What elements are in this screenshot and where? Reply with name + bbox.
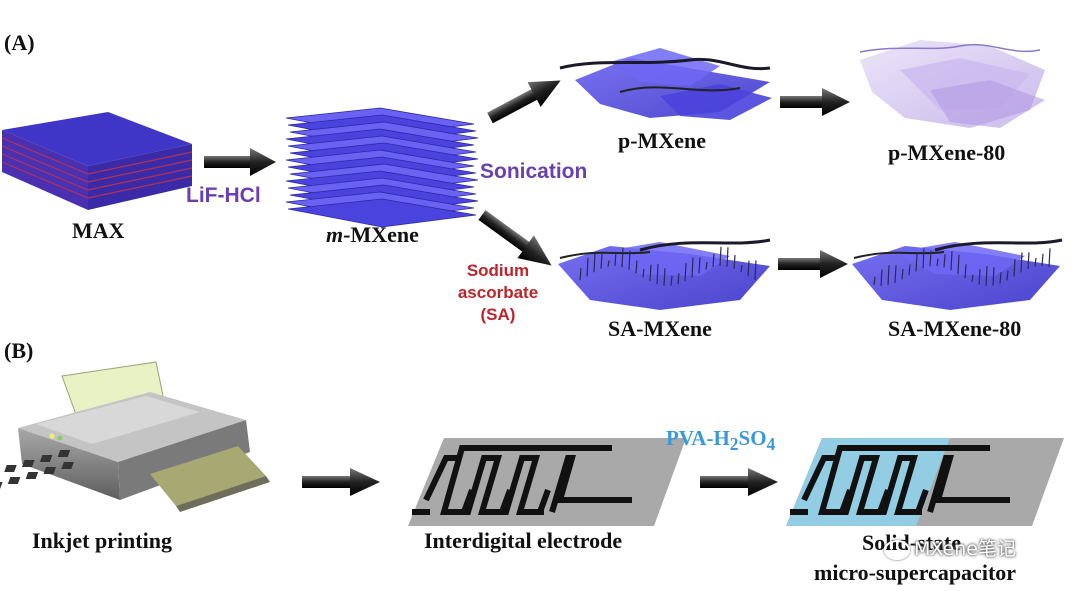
sodium-line-1: Sodium: [466, 261, 530, 280]
sa-mxene-flakes: [558, 238, 771, 310]
max-label: MAX: [72, 218, 125, 243]
arrow-m-to-p: [487, 80, 561, 124]
m-mxene-stack: [285, 107, 479, 228]
arrow-sa-to-sa80: [778, 250, 848, 278]
inkjet-printer-icon: [0, 361, 270, 512]
sonication-label: Sonication: [480, 160, 588, 183]
m-prefix: m: [326, 222, 344, 247]
arrow-max-to-m: [204, 148, 276, 176]
pva-h2so4-label: PVA-H2SO4: [666, 426, 775, 455]
p-mxene-flakes: [559, 48, 772, 120]
sodium-line-2: ascorbate: [457, 283, 539, 302]
interdigital-electrode: [408, 438, 686, 526]
m-suffix: -MXene: [343, 222, 419, 247]
max-block: [1, 112, 193, 210]
p-mxene-80-flakes: [859, 40, 1045, 128]
sa-mxene-80-flakes: [852, 238, 1063, 310]
arrow-print-to-electrode: [302, 468, 380, 496]
lif-hcl-label: LiF-HCl: [186, 184, 261, 207]
p-mxene-80-label: p-MXene-80: [888, 140, 1006, 165]
sa-mxene-label: SA-MXene: [608, 316, 712, 341]
device-label-line-1: Solid-state: [862, 530, 961, 555]
p-mxene-label: p-MXene: [618, 128, 706, 153]
watermark: MXene笔记: [884, 534, 1016, 561]
panel-label-a: (A): [4, 30, 35, 55]
arrow-electrode-to-device: [700, 468, 778, 496]
sa-mxene-80-label: SA-MXene-80: [888, 316, 1022, 341]
arrow-p-to-p80: [780, 88, 850, 116]
electrolyte-sub-1: 2: [729, 434, 739, 455]
panel-label-b: (B): [4, 338, 34, 363]
arrow-m-to-sa: [478, 210, 552, 266]
sodium-ascorbate-label: Sodium ascorbate (SA): [448, 260, 548, 326]
interdigital-electrode-label: Interdigital electrode: [424, 528, 623, 553]
m-mxene-label: m-MXene: [326, 222, 419, 248]
electrolyte-base: PVA-H: [666, 426, 730, 450]
sodium-line-3: (SA): [480, 305, 516, 324]
electrolyte-sub-2: 4: [766, 434, 776, 455]
wechat-icon: [884, 539, 910, 560]
solid-state-device: [786, 438, 1064, 526]
watermark-text: MXene笔记: [914, 538, 1016, 560]
inkjet-printing-label: Inkjet printing: [32, 528, 172, 553]
device-label-line-2: micro-supercapacitor: [814, 560, 1017, 585]
electrolyte-mid: SO: [738, 426, 767, 450]
